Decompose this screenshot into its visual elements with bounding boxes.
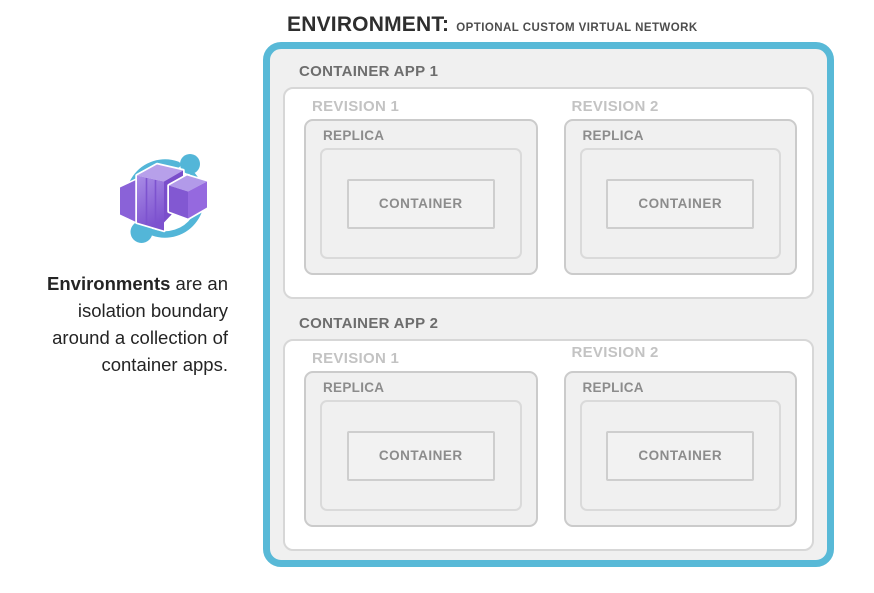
container-label: CONTAINER — [378, 196, 463, 211]
container-box: CONTAINER — [346, 430, 495, 481]
environment-title: ENVIRONMENT: — [287, 13, 450, 36]
replica-box: CONTAINER — [320, 400, 522, 511]
revision-1-column: REVISION 1 REPLICA CONTAINER — [304, 97, 538, 275]
revision-1-column: REVISION 1 REPLICA CONTAINER — [304, 349, 538, 527]
virtual-network-subtitle: OPTIONAL CUSTOM VIRTUAL NETWORK — [456, 22, 698, 34]
container-label: CONTAINER — [378, 448, 463, 463]
container-app-1-label: CONTAINER APP 1 — [299, 63, 439, 80]
revision-2-column: REVISION 2 REPLICA CONTAINER — [563, 97, 797, 275]
caption-bold-word: Environments — [47, 273, 171, 294]
container-box: CONTAINER — [606, 178, 755, 229]
environment-box: CONTAINER APP 1 REVISION 1 REPLICA CONTA… — [263, 42, 834, 567]
caption-line: around a collection of — [52, 327, 228, 348]
revisions-row: REVISION 1 REPLICA CONTAINER REVISION 2 … — [304, 344, 797, 527]
environment-caption: Environments are an isolation boundary a… — [8, 270, 228, 378]
container-label: CONTAINER — [638, 448, 723, 463]
revision-2-box: REPLICA CONTAINER — [563, 119, 797, 275]
revision-1-box: REPLICA CONTAINER — [304, 119, 538, 275]
replica-label: REPLICA — [582, 128, 644, 143]
revision-2-label: REVISION 2 — [571, 344, 659, 361]
container-app-2-label: CONTAINER APP 2 — [299, 315, 439, 332]
revision-2-box: REPLICA CONTAINER — [563, 371, 797, 527]
revision-2-label: REVISION 2 — [571, 98, 659, 115]
revisions-row: REVISION 1 REPLICA CONTAINER REVISION 2 … — [304, 97, 797, 275]
container-box: CONTAINER — [346, 178, 495, 229]
container-box: CONTAINER — [606, 430, 755, 481]
diagram-title: ENVIRONMENT: OPTIONAL CUSTOM VIRTUAL NET… — [287, 13, 698, 37]
azure-container-apps-icon — [117, 149, 213, 248]
revision-1-box: REPLICA CONTAINER — [304, 371, 538, 527]
revision-1-label: REVISION 1 — [312, 350, 400, 367]
replica-box: CONTAINER — [579, 148, 781, 259]
caption-line: isolation boundary — [77, 300, 228, 321]
container-app-1-box: REVISION 1 REPLICA CONTAINER REVISION 2 … — [283, 87, 814, 299]
caption-line: Environments are an — [47, 273, 228, 294]
container-label: CONTAINER — [638, 196, 723, 211]
caption-line: container apps. — [101, 354, 228, 375]
replica-box: CONTAINER — [579, 400, 781, 511]
container-app-2-box: REVISION 1 REPLICA CONTAINER REVISION 2 … — [283, 339, 814, 551]
revision-2-column: REVISION 2 REPLICA CONTAINER — [563, 344, 797, 527]
replica-label: REPLICA — [323, 380, 385, 395]
replica-box: CONTAINER — [320, 148, 522, 259]
replica-label: REPLICA — [582, 380, 644, 395]
replica-label: REPLICA — [323, 128, 385, 143]
revision-1-label: REVISION 1 — [312, 98, 400, 115]
